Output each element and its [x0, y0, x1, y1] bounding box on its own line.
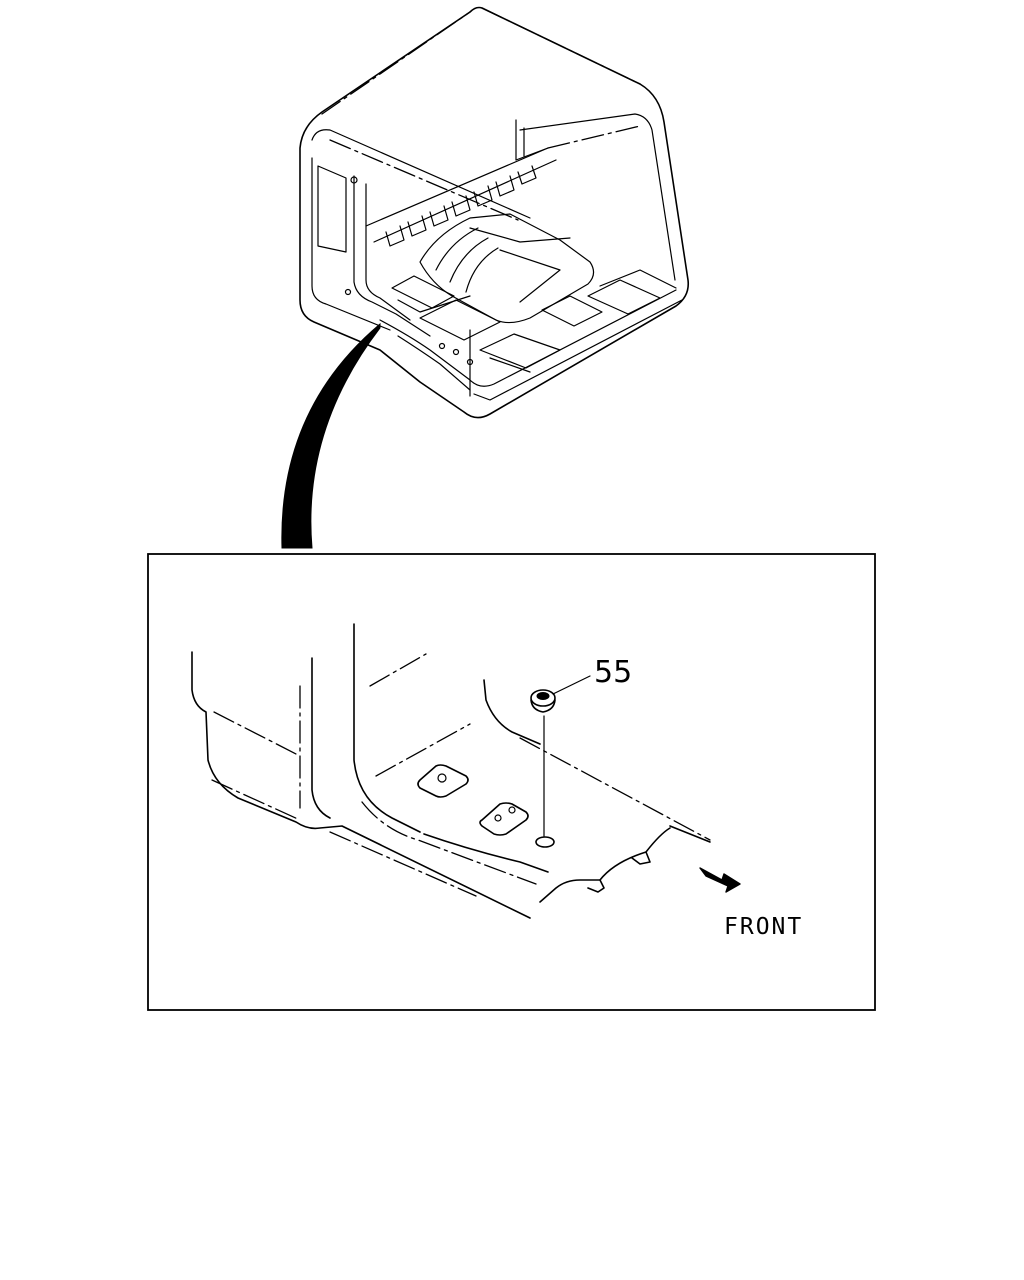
front-direction-label: FRONT	[724, 914, 803, 940]
part-number-label: 55	[594, 655, 632, 690]
detail-connector	[281, 322, 381, 549]
floor-detail-view	[191, 623, 711, 919]
detail-frame	[147, 553, 876, 1011]
cab-overview	[299, 6, 690, 419]
front-arrow-icon	[699, 867, 741, 893]
